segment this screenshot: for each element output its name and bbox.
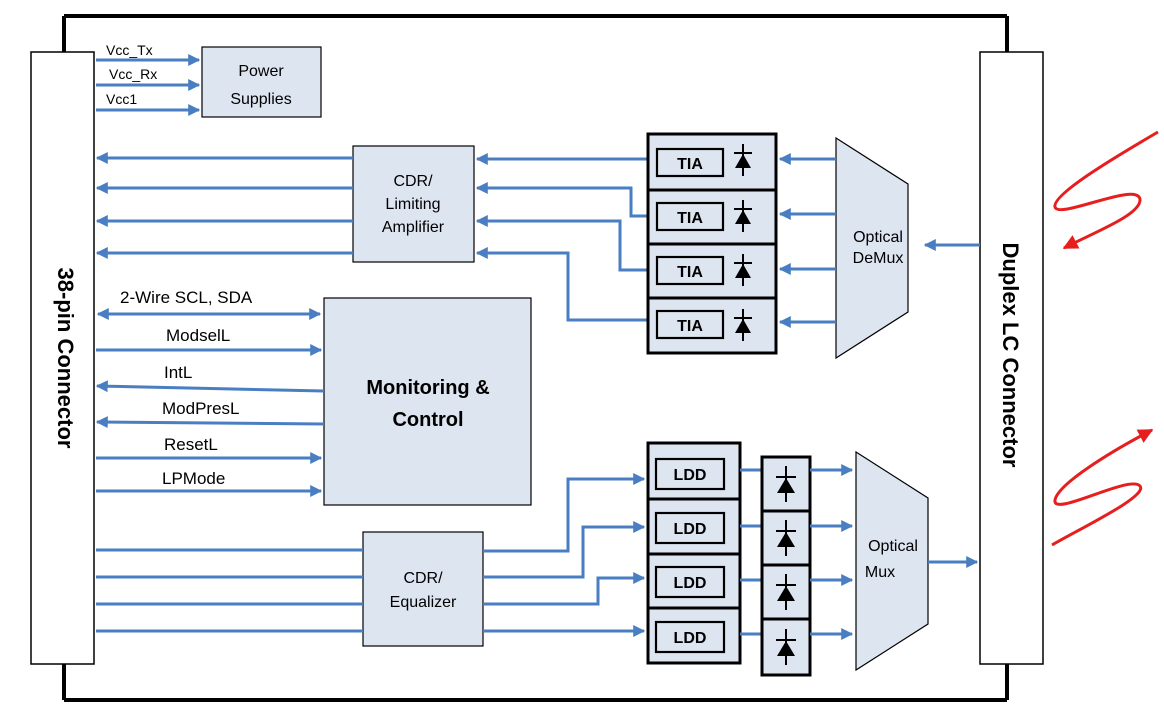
- laser-diode-icon: [776, 574, 796, 610]
- module-frame: [62, 14, 1009, 702]
- rx-cdr-line1: CDR/: [393, 173, 433, 190]
- demux-output-wires: [778, 153, 980, 328]
- ldd-label-1: LDD: [674, 467, 707, 484]
- rx-cdr-line2: Limiting: [385, 196, 440, 213]
- demux-line1: Optical: [853, 229, 903, 246]
- mux-line2: Mux: [865, 564, 895, 581]
- connector-38pin-label: 38-pin Connector: [53, 268, 78, 449]
- ldd-label-4: LDD: [674, 630, 707, 647]
- tx-cdr-block: CDR/ Equalizer: [362, 531, 484, 647]
- mux-line1: Optical: [868, 538, 918, 555]
- ldd-label-3: LDD: [674, 575, 707, 592]
- signal-intl-label: IntL: [164, 363, 192, 382]
- laser-diode-icon: [776, 466, 796, 502]
- photodiode-icon: [734, 144, 752, 176]
- laser-array: [760, 455, 812, 677]
- power-title-line2: Supplies: [230, 91, 291, 108]
- tx-cdr-line2: Equalizer: [390, 594, 457, 611]
- vcc-tx-label: Vcc_Tx: [106, 42, 153, 58]
- signal-resetl-label: ResetL: [164, 435, 218, 454]
- rx-cdr-block: CDR/ Limiting Amplifier: [352, 145, 475, 263]
- photodiode-icon: [734, 200, 752, 232]
- connector-duplex-lc: Duplex LC Connector: [979, 51, 1044, 665]
- tia-label-3: TIA: [677, 264, 703, 281]
- vcc1-label: Vcc1: [106, 91, 137, 107]
- tia-label-4: TIA: [677, 318, 703, 335]
- rx-input-wires: [475, 153, 648, 322]
- signal-modpresl-label: ModPresL: [162, 399, 239, 418]
- vcc-rx-label: Vcc_Rx: [109, 66, 157, 82]
- optical-signal-out-icon: [1051, 428, 1154, 547]
- ldd-to-laser-wires: [740, 468, 762, 636]
- control-title-line1: Monitoring &: [366, 377, 489, 399]
- ldd-label-2: LDD: [674, 521, 707, 538]
- connector-duplex-lc-label: Duplex LC Connector: [998, 243, 1023, 468]
- signal-2wire-label: 2-Wire SCL, SDA: [120, 288, 253, 307]
- tx-input-wires: [96, 548, 363, 633]
- demux-line2: DeMux: [853, 250, 904, 267]
- photodiode-icon: [734, 309, 752, 341]
- tx-output-wires: [483, 473, 646, 637]
- rx-cdr-line3: Amplifier: [382, 219, 445, 236]
- laser-diode-icon: [776, 629, 796, 665]
- optical-demux-block: Optical DeMux: [835, 136, 909, 360]
- optical-signal-in-icon: [1053, 130, 1159, 250]
- monitoring-control-block: Monitoring & Control: [323, 297, 532, 506]
- ldd-array: LDD LDD LDD LDD: [646, 441, 742, 665]
- signal-lpmode-label: LPMode: [162, 469, 225, 488]
- power-title-line1: Power: [238, 63, 284, 80]
- tia-label-1: TIA: [677, 156, 703, 173]
- connector-38pin: 38-pin Connector: [30, 51, 95, 665]
- tia-array: TIA TIA TIA TIA: [646, 132, 778, 355]
- photodiode-icon: [734, 254, 752, 286]
- power-inputs: Vcc_Tx Vcc_Rx Vcc1: [96, 42, 201, 116]
- control-title-line2: Control: [392, 409, 463, 431]
- rx-output-wires: [95, 152, 353, 259]
- mux-input-wires: [810, 464, 979, 640]
- tia-label-2: TIA: [677, 210, 703, 227]
- optical-mux-block: Optical Mux: [855, 450, 929, 672]
- power-supplies-block: Power Supplies: [201, 46, 322, 118]
- control-signal-wires: 2-Wire SCL, SDA ModselL IntL ModPresL Re…: [95, 288, 325, 497]
- laser-diode-icon: [776, 520, 796, 556]
- signal-modsell-label: ModselL: [166, 326, 230, 345]
- tx-cdr-line1: CDR/: [403, 570, 443, 587]
